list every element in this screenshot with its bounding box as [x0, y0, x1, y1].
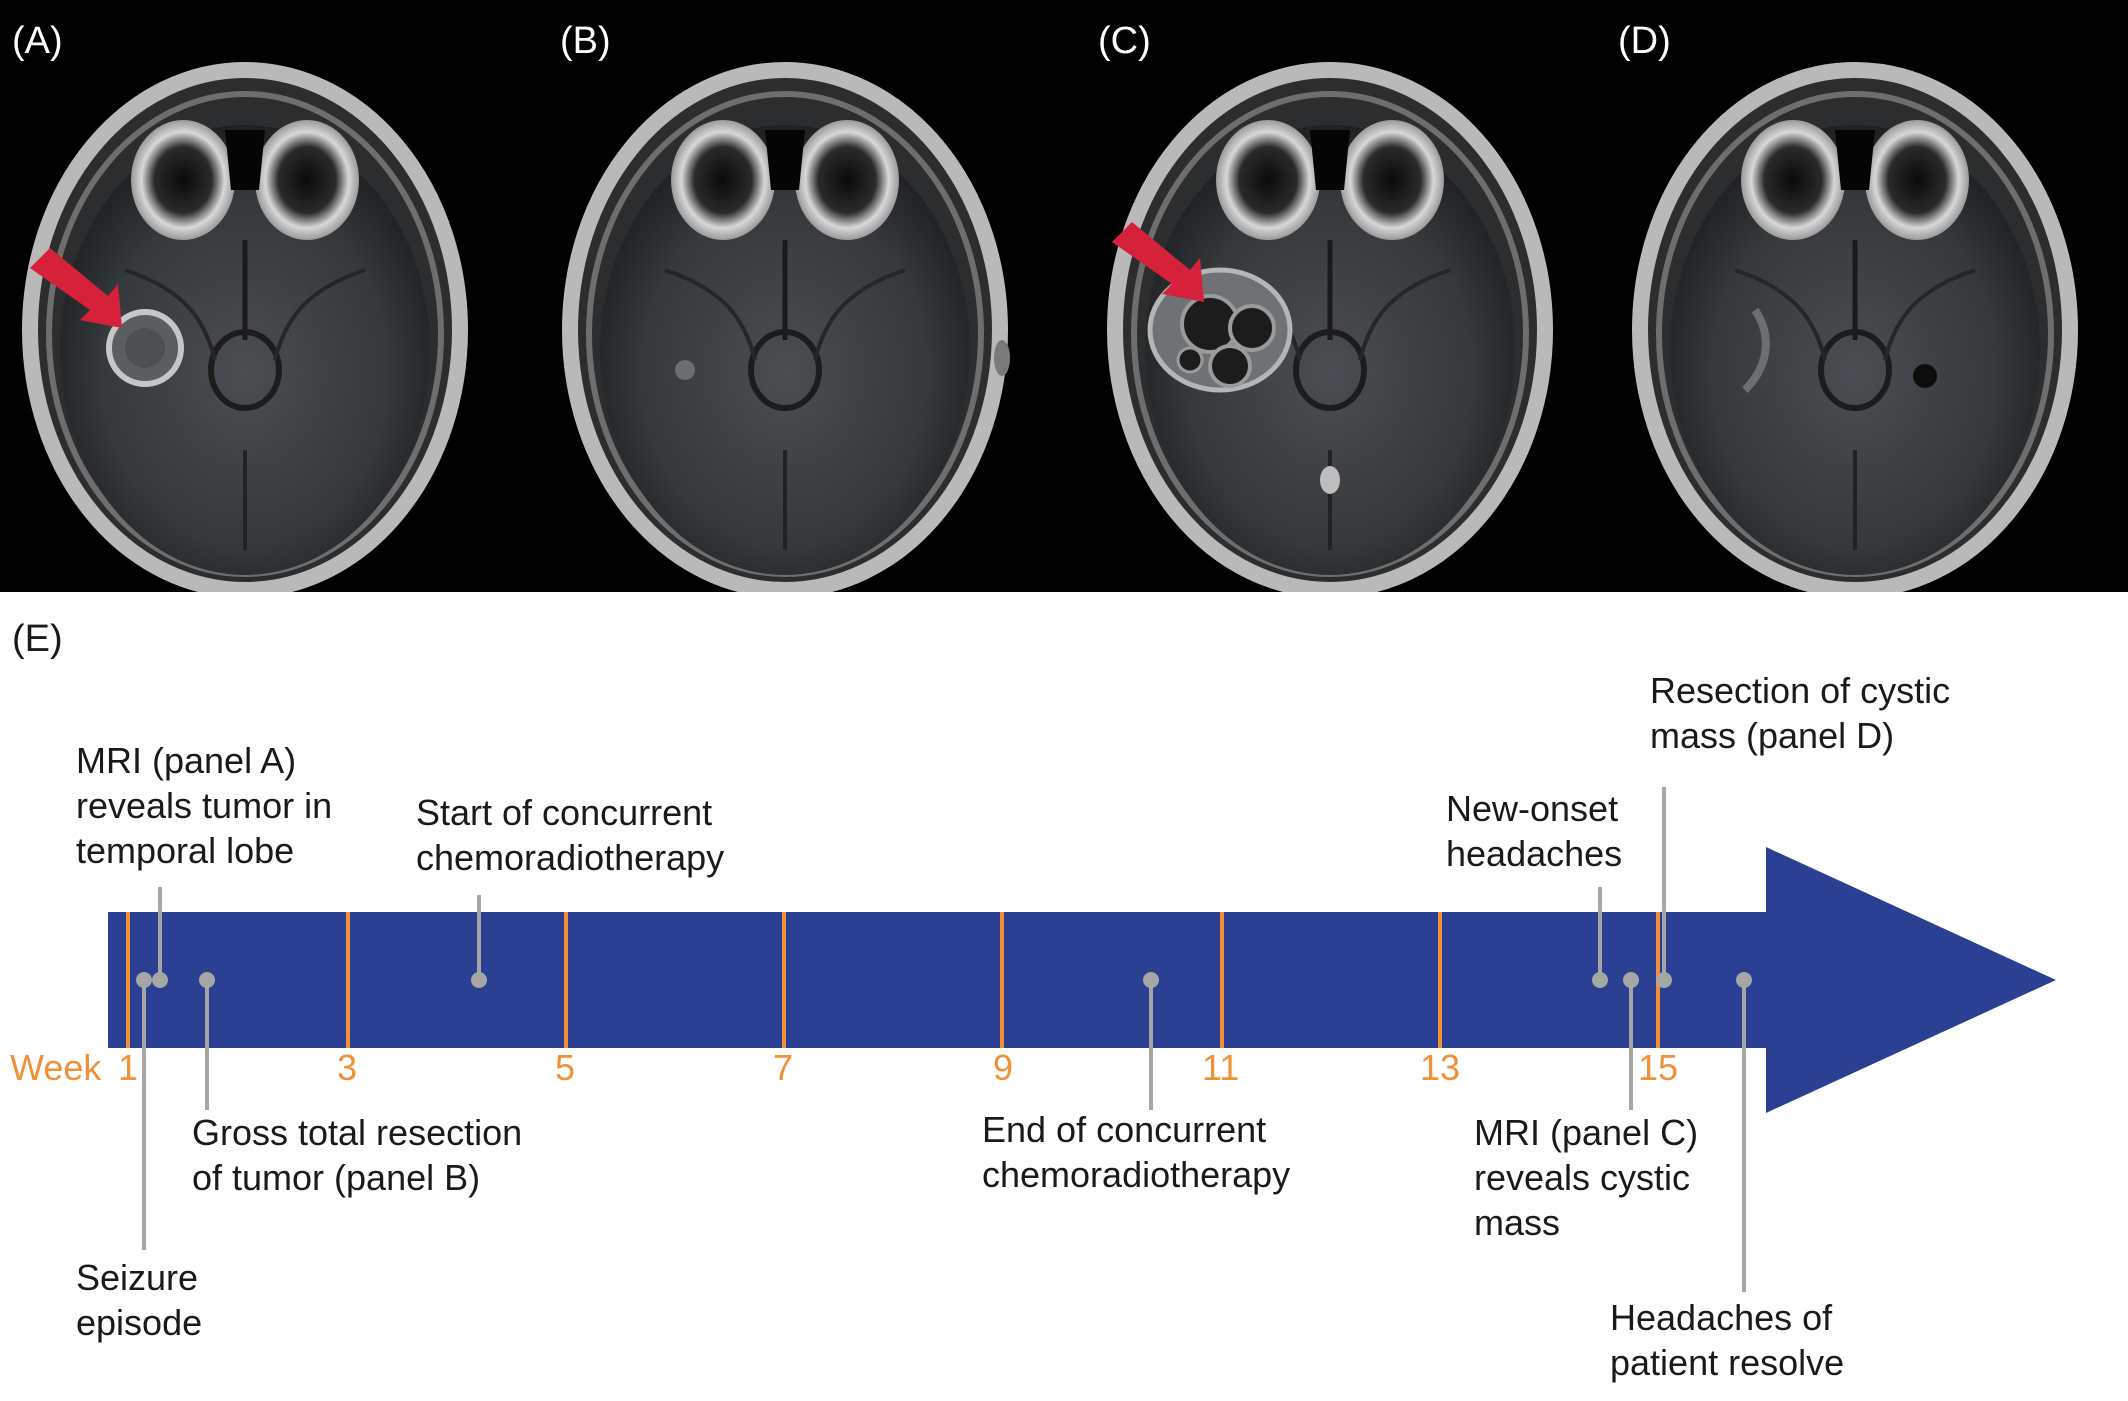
- timeline-arrow-bar: [108, 847, 2056, 1113]
- mri-panel-d: [1640, 70, 2070, 590]
- event-marker-cyst-resection: [1656, 972, 1672, 988]
- tick-label-week-3: 3: [337, 1047, 358, 1088]
- tick-label-week-13: 13: [1420, 1047, 1461, 1088]
- tick-label-week-11: 11: [1202, 1047, 1240, 1088]
- panel-label-a: (A): [12, 20, 63, 62]
- panel-label-e: (E): [12, 618, 63, 660]
- week-axis-label: Week: [10, 1047, 102, 1088]
- mri-image-strip: (A) (B) (C) (D): [0, 0, 2128, 592]
- event-leader-lines: [142, 787, 1746, 1292]
- event-markers: [136, 972, 1752, 988]
- red-arrow-panel-c: [1112, 222, 1204, 302]
- red-arrow-panel-a: [30, 248, 122, 328]
- mri-panel-a: [30, 70, 460, 590]
- event-marker-gross-resection: [199, 972, 215, 988]
- panel-label-b: (B): [560, 20, 611, 62]
- event-marker-headache-onset: [1592, 972, 1608, 988]
- panel-label-c: (C): [1098, 20, 1151, 62]
- event-marker-seizure: [136, 972, 152, 988]
- panel-label-d: (D): [1618, 20, 1671, 62]
- mri-scans: [0, 0, 2128, 592]
- tick-label-week-9: 9: [993, 1047, 1014, 1088]
- mri-panel-b: [570, 70, 1000, 590]
- event-marker-chemo-start: [471, 972, 487, 988]
- tick-label-week-1: 1: [118, 1047, 139, 1088]
- event-marker-headache-resolve: [1736, 972, 1752, 988]
- event-marker-mri-c: [1623, 972, 1639, 988]
- event-marker-chemo-end: [1143, 972, 1159, 988]
- tick-label-week-15: 15: [1638, 1047, 1679, 1088]
- tick-label-week-7: 7: [773, 1047, 794, 1088]
- timeline-graphic: [108, 787, 2056, 1292]
- mri-panel-c: [1115, 70, 1545, 590]
- event-marker-mri-a: [152, 972, 168, 988]
- tick-label-week-5: 5: [555, 1047, 576, 1088]
